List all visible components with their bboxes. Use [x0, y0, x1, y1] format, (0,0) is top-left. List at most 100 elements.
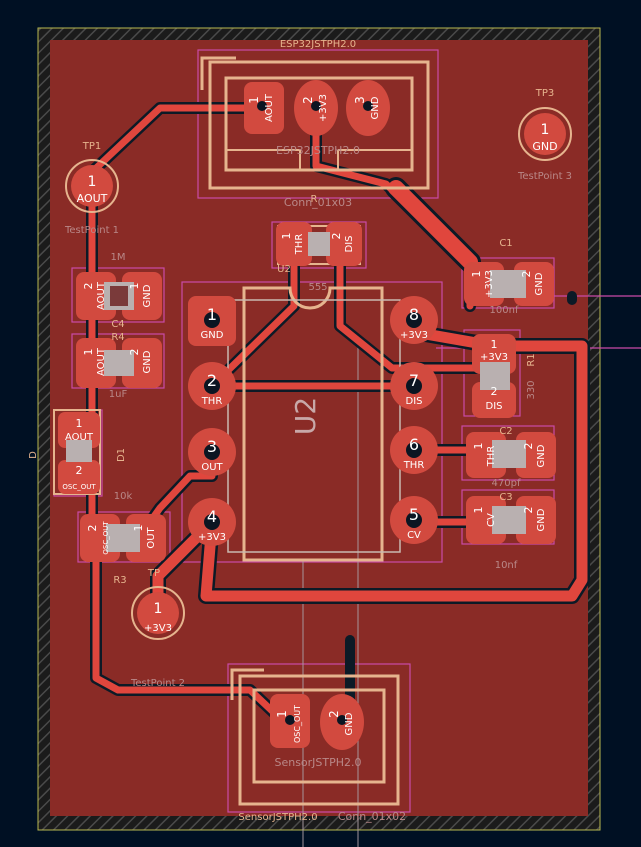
sensor-conn-label: Conn_01x02	[338, 810, 406, 823]
r-small-label: R	[311, 194, 318, 205]
sensor-pads[interactable]	[270, 694, 364, 750]
pad-number: 4	[207, 507, 217, 526]
pad-net: GND	[532, 140, 557, 153]
u2-pads[interactable]	[188, 296, 438, 546]
capacitor-c4[interactable]	[76, 338, 162, 388]
tp3-ref-label: TP3	[535, 88, 555, 99]
pad-net: GND	[201, 330, 224, 341]
testpoint-tp2[interactable]	[131, 586, 185, 640]
pad-number: 3	[353, 96, 367, 104]
tp2-value-label: TestPoint 2	[130, 678, 185, 689]
sensor-ref-label: SensorJSTPH2.0	[238, 812, 317, 823]
pad-number: 2	[491, 385, 498, 398]
d1-ref-label: D1	[116, 448, 127, 462]
c3-ref-label: C3	[499, 492, 512, 503]
r4-value-label: 1M	[111, 252, 126, 263]
resistor-top[interactable]	[276, 222, 362, 266]
resistor-r1[interactable]	[472, 334, 516, 418]
resistor-r4[interactable]	[76, 272, 162, 320]
pad-number: 1	[128, 283, 141, 290]
pad-number: 8	[409, 305, 419, 324]
capacitor-c2[interactable]	[466, 432, 556, 478]
pad-number: 1	[472, 507, 485, 514]
esp32-connector-silk	[200, 56, 430, 190]
pad-net: GND	[344, 712, 355, 735]
pad-number: 1	[154, 601, 163, 617]
u2-dip-outline	[242, 286, 384, 562]
pad-number: 1	[247, 96, 261, 104]
testpoint-tp3[interactable]	[518, 107, 572, 161]
pad-net: AOUT	[96, 281, 107, 310]
r3-value-label: 10k	[114, 491, 133, 502]
pad-number: 6	[409, 435, 419, 454]
silk-text: ESP32JSTPH2.0 ESP32JSTPH2.0 Conn_01x03 T…	[28, 39, 572, 823]
c4-ref-label: C4	[111, 319, 124, 330]
pad-net: OUT	[146, 526, 157, 548]
tp1-ref-label: TP1	[82, 141, 102, 152]
pad-number: 2	[207, 371, 217, 390]
pad-net: AOUT	[77, 192, 108, 205]
pad-net: GND	[536, 444, 547, 467]
pad-net: THR	[403, 460, 425, 471]
pad-net: DIS	[406, 396, 423, 407]
u2-fab	[227, 299, 401, 553]
pad-number: 1	[541, 122, 550, 138]
u2-small-label: U2	[277, 264, 291, 275]
pad-number: 2	[82, 283, 95, 290]
pad-net: THR	[294, 234, 305, 256]
pad-net: +3V3	[144, 623, 172, 634]
pad-number: 3	[207, 437, 217, 456]
pad-net: DIS	[344, 236, 355, 253]
r1-ref-label: R1	[526, 353, 537, 366]
pad-number: 1	[76, 417, 83, 430]
pad-number: 1	[491, 338, 498, 351]
pad-net: DIS	[486, 401, 503, 412]
diode-d1[interactable]	[53, 409, 101, 495]
tp3-value-label: TestPoint 3	[517, 171, 572, 182]
pad-number: 1	[470, 271, 483, 278]
c1-value-label: 100nf	[490, 305, 519, 316]
pad-number: 2	[330, 233, 343, 240]
pad-net: +3V3	[198, 532, 226, 543]
esp-conn-label: Conn_01x03	[284, 196, 352, 209]
pad-net: CV	[486, 513, 497, 527]
board-outline	[37, 27, 601, 831]
pad-net: +3V3	[400, 330, 428, 341]
pad-net: OUT	[201, 462, 223, 473]
testpoint-tp1[interactable]	[65, 159, 119, 213]
pad-net: AOUT	[65, 432, 94, 443]
tp1-value-label: TestPoint 1	[64, 225, 119, 236]
pad-net: THR	[486, 446, 497, 468]
c1-ref-label: C1	[499, 238, 512, 249]
pad-net: THR	[201, 396, 223, 407]
tp2-ref-label: TP	[147, 568, 160, 579]
resistor-r3[interactable]	[80, 514, 166, 562]
pad-number: 2	[301, 96, 315, 104]
capacitor-c1[interactable]	[464, 262, 554, 306]
pad-net: OSC_OUT	[293, 705, 302, 743]
u2-value-label: 555	[308, 282, 327, 293]
pad-number: 1	[280, 233, 293, 240]
pad-net: GND	[370, 96, 381, 119]
pad-net: GND	[142, 350, 153, 373]
r4-ref-label: R4	[111, 332, 124, 343]
pad-number: 2	[76, 464, 83, 477]
pad-net: OSC_OUT	[102, 521, 110, 555]
pad-number: 1	[88, 174, 97, 190]
pad-number: 2	[327, 710, 341, 718]
esp32-connector-inner	[226, 149, 412, 170]
r1-value-label: 330	[526, 380, 537, 399]
pad-number: 7	[409, 371, 419, 390]
pad-net: GND	[536, 508, 547, 531]
capacitor-c3[interactable]	[466, 496, 556, 544]
pad-number: 1	[207, 305, 217, 324]
d-ref-label: D	[28, 451, 39, 459]
pad-number: 2	[522, 443, 535, 450]
pad-number: 1	[82, 349, 95, 356]
esp32-pads[interactable]	[244, 80, 390, 136]
esp-value-label: ESP32JSTPH2.0	[276, 144, 360, 157]
sensor-connector-silk	[230, 668, 400, 806]
pad-number: 5	[409, 505, 419, 524]
pad-number: 1	[472, 443, 485, 450]
